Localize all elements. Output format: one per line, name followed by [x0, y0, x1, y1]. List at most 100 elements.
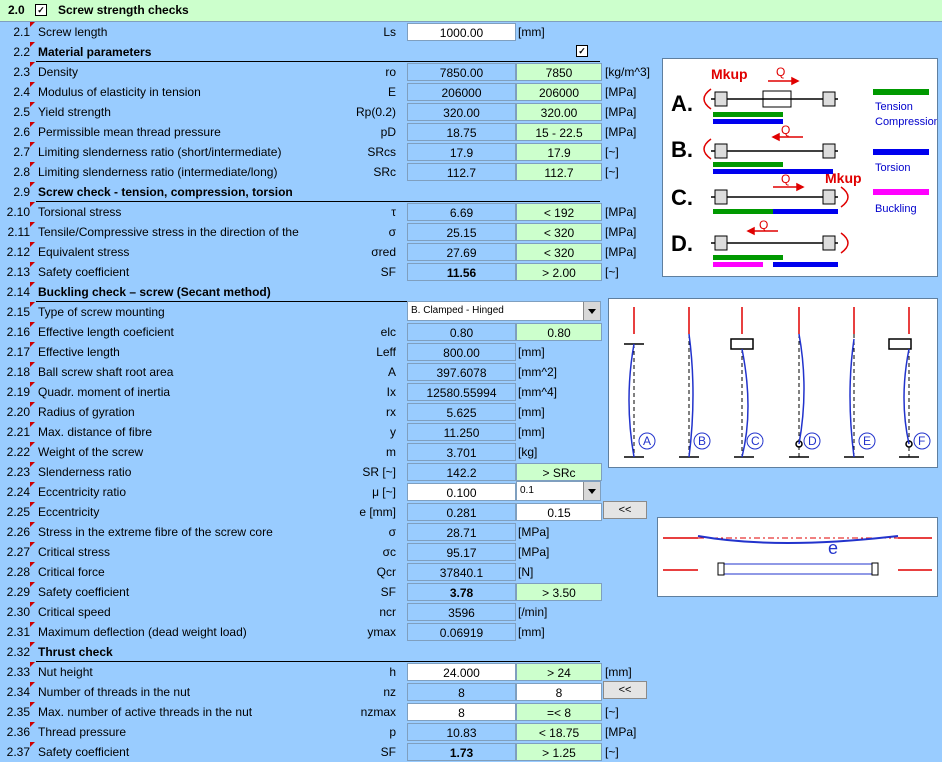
copy-eccentricity-button[interactable]: << [603, 501, 647, 519]
row-symbol: SRcs [367, 145, 396, 159]
row-unit: [MPa] [605, 725, 637, 739]
row-label: Modulus of elasticity in tension [38, 85, 201, 99]
value-input[interactable]: 8 [516, 683, 602, 701]
row-number: 2.13 [0, 262, 35, 282]
row-label: Limiting slenderness ratio (short/interm… [38, 145, 282, 159]
row-number: 2.30 [0, 602, 35, 622]
case-d-label: D. [671, 231, 693, 256]
row-label: Eccentricity [38, 505, 100, 519]
section-underline [36, 201, 600, 202]
row-label: Permissible mean thread pressure [38, 125, 221, 139]
mounting-type-value: B. Clamped - Hinged [411, 305, 504, 316]
row-symbol: pD [380, 125, 396, 139]
row-label: Radius of gyration [38, 405, 135, 419]
value-cell: 5.625 [407, 403, 516, 421]
material-checkbox[interactable]: ✓ [576, 45, 588, 57]
row-unit: [N] [518, 565, 534, 579]
limit-cell: 0.80 [516, 323, 602, 341]
row-label: Critical force [38, 565, 105, 579]
value-cell: 1.73 [407, 743, 516, 761]
mkup-label-c: Mkup [825, 170, 862, 186]
eccentricity-ratio-select[interactable]: 0.1 [516, 481, 601, 501]
row-unit: [~] [605, 265, 619, 279]
load-case-svg: A. B. C. D. Mkup Mkup Q Q Q Q [671, 65, 940, 267]
row-label: Limiting slenderness ratio (intermediate… [38, 165, 278, 179]
limit-cell: > 2.00 [516, 263, 602, 281]
section-title: Screw strength checks [58, 3, 189, 17]
row-number: 2.35 [0, 702, 35, 722]
row-number: 2.22 [0, 442, 35, 462]
row-unit: [/min] [518, 605, 548, 619]
row-label: Effective length [38, 345, 120, 359]
legend-torsion: Torsion [875, 162, 910, 174]
row-number: 2.16 [0, 322, 35, 342]
limit-cell: > 3.50 [516, 583, 602, 601]
row-number: 2.8 [0, 162, 35, 182]
row-number: 2.25 [0, 502, 35, 522]
value-input[interactable]: 0.15 [516, 503, 602, 521]
row-symbol: SR [~] [362, 465, 396, 479]
legend-tension: Tension [875, 101, 913, 113]
value-cell: 320.00 [407, 103, 516, 121]
limit-cell: 320.00 [516, 103, 602, 121]
row-unit: [mm^2] [518, 365, 557, 379]
row-symbol: SF [380, 585, 396, 599]
case-b-label: B. [671, 137, 693, 162]
legend-compression: Compression [875, 116, 937, 128]
row-number: 2.6 [0, 122, 35, 142]
row-number: 2.28 [0, 562, 35, 582]
q-label: Q [776, 65, 785, 79]
row-symbol: ro [385, 65, 396, 79]
row-number: 2.4 [0, 82, 35, 102]
value-input[interactable]: 1000.00 [407, 23, 516, 41]
row-number: 2.5 [0, 102, 35, 122]
chevron-down-icon[interactable] [583, 302, 600, 320]
row-number: 2.10 [0, 202, 35, 222]
mount-f-label: F [918, 434, 925, 448]
value-input[interactable]: 0.100 [407, 483, 516, 501]
row-label: Number of threads in the nut [38, 685, 191, 699]
value-input[interactable]: 24.000 [407, 663, 516, 681]
row-number: 2.26 [0, 522, 35, 542]
row-number: 2.24 [0, 482, 35, 502]
row-number: 2.9 [0, 182, 35, 202]
row-symbol: Leff [376, 345, 396, 359]
limit-cell: < 192 [516, 203, 602, 221]
copy-threads-button[interactable]: << [603, 681, 647, 699]
row-unit: [kg] [518, 445, 538, 459]
value-cell: 28.71 [407, 523, 516, 541]
row-number: 2.7 [0, 142, 35, 162]
row-number: 2.34 [0, 682, 35, 702]
mounting-type-select[interactable]: B. Clamped - Hinged [407, 301, 601, 321]
mounting-type-svg: A B C D E F [624, 307, 931, 458]
row-unit: [~] [605, 145, 619, 159]
limit-cell: 7850 [516, 63, 602, 81]
section-checkbox[interactable]: ✓ [35, 4, 47, 16]
row-unit: [~] [605, 165, 619, 179]
value-input[interactable]: 8 [407, 703, 516, 721]
load-case-diagram: A. B. C. D. Mkup Mkup Q Q Q Q [662, 58, 940, 277]
row-number: 2.11 [0, 222, 35, 242]
mkup-label-a: Mkup [711, 66, 748, 82]
row-number: 2.27 [0, 542, 35, 562]
chevron-down-icon[interactable] [583, 482, 600, 500]
value-cell: 112.7 [407, 163, 516, 181]
section-header: 2.0 ✓ Screw strength checks [0, 0, 942, 22]
row-number: 2.37 [0, 742, 35, 762]
